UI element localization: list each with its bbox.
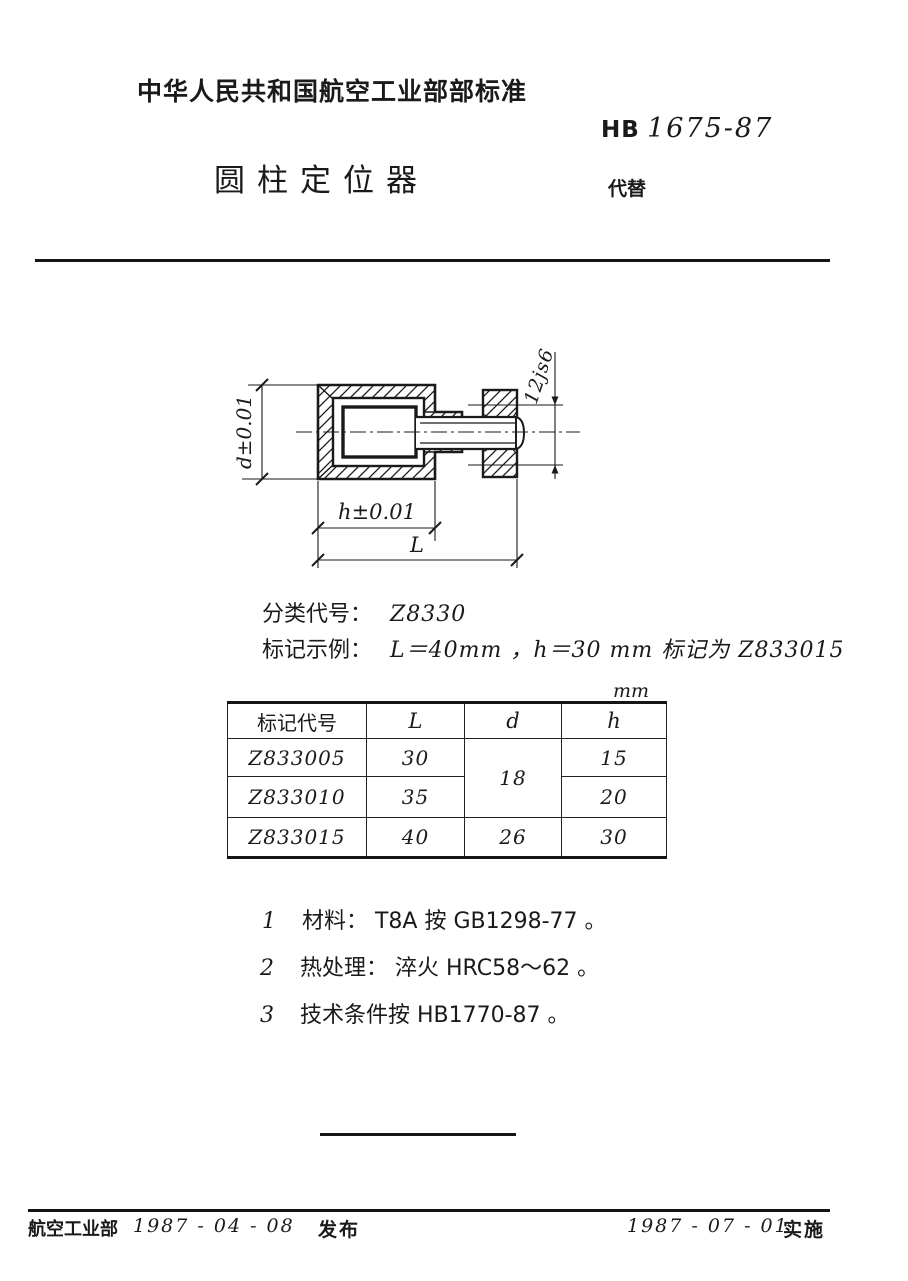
cell-d-merged: 18 xyxy=(464,738,562,818)
page-title: 圆柱定位器 xyxy=(214,163,429,199)
col-header-d: d xyxy=(464,702,562,739)
cell-code: Z833015 xyxy=(227,817,367,858)
standard-org-title: 中华人民共和国航空工业部部标准 xyxy=(137,77,528,106)
cell-h: 30 xyxy=(561,817,667,858)
note-text: 技术条件按 HB1770-87 。 xyxy=(300,1003,570,1028)
note-item-1: 1 材料： T8A 按 GB1298-77 。 xyxy=(262,903,607,935)
cell-d: 26 xyxy=(464,817,562,858)
end-of-text-rule xyxy=(320,1133,516,1136)
footer-issue-label: 发布 xyxy=(318,1219,361,1241)
header-rule xyxy=(35,259,830,262)
footer-impl-date: 1987 - 07 - 01 xyxy=(627,1215,789,1237)
dim-d-label: d±0.01 xyxy=(232,395,256,469)
table-row: Z833005 30 18 15 xyxy=(227,738,667,818)
cell-L: 35 xyxy=(366,776,465,818)
cell-L: 30 xyxy=(366,738,465,777)
dim-L-label: L xyxy=(409,533,424,557)
dim-shaft xyxy=(468,352,563,479)
supersedes-label: 代替 xyxy=(608,178,647,200)
classification-line: 分类代号： Z8330 xyxy=(262,596,466,628)
col-header-code: 标记代号 xyxy=(227,702,367,739)
footer-org: 航空工业部 xyxy=(28,1219,118,1240)
stem-thread-lines xyxy=(420,422,516,444)
bore-lines xyxy=(424,411,435,453)
stem-clear xyxy=(416,417,519,449)
footer-impl-label: 实施 xyxy=(783,1219,826,1241)
dim-h-label: h±0.01 xyxy=(338,500,416,524)
note-number: 3 xyxy=(260,1003,274,1028)
classification-value: Z8330 xyxy=(390,602,467,627)
standard-number: HB 1675-87 xyxy=(601,113,773,144)
col-header-L: L xyxy=(366,702,465,739)
note-number: 1 xyxy=(262,909,276,934)
standard-code: 1675-87 xyxy=(647,113,774,144)
unit-label: mm xyxy=(613,680,650,702)
note-text: 热处理： 淬火 HRC58～62 。 xyxy=(300,956,600,981)
note-text: 材料： T8A 按 GB1298-77 。 xyxy=(302,909,607,934)
cell-code: Z833010 xyxy=(227,776,367,818)
note-number: 2 xyxy=(260,956,274,981)
marking-example-value: L＝40mm ，h＝30 mm 标记为 Z833015 xyxy=(390,638,845,663)
cell-h: 20 xyxy=(561,776,667,818)
chamfer-lines xyxy=(317,384,334,480)
spec-table: 标记代号 L d h Z833005 30 18 15 Z833010 35 2… xyxy=(227,701,667,859)
cell-h: 15 xyxy=(561,738,667,777)
standard-prefix: HB xyxy=(601,117,640,143)
table-row: Z833010 35 20 xyxy=(227,776,667,818)
table-header-row: 标记代号 L d h xyxy=(227,702,667,739)
footer-rule xyxy=(28,1209,830,1212)
part-section-drawing: d±0.01 12js6 h±0.01 L xyxy=(232,346,580,568)
dim-h xyxy=(311,481,442,568)
note-item-2: 2 热处理： 淬火 HRC58～62 。 xyxy=(260,950,599,982)
col-header-h: h xyxy=(561,702,667,739)
marking-example-label: 标记示例： xyxy=(262,638,373,663)
drawing-geometry xyxy=(242,352,580,568)
dim-L xyxy=(311,479,524,568)
classification-label: 分类代号： xyxy=(262,602,373,627)
marking-example-line: 标记示例： L＝40mm ，h＝30 mm 标记为 Z833015 xyxy=(262,632,844,664)
stem-end-cap xyxy=(515,416,526,450)
table-row: Z833015 40 26 30 xyxy=(227,817,667,858)
stem-outline xyxy=(416,415,516,451)
dim-d xyxy=(242,378,318,486)
footer-issue-date: 1987 - 04 - 08 xyxy=(133,1215,295,1237)
cell-code: Z833005 xyxy=(227,738,367,777)
note-item-3: 3 技术条件按 HB1770-87 。 xyxy=(260,997,570,1029)
cell-L: 40 xyxy=(366,817,465,858)
